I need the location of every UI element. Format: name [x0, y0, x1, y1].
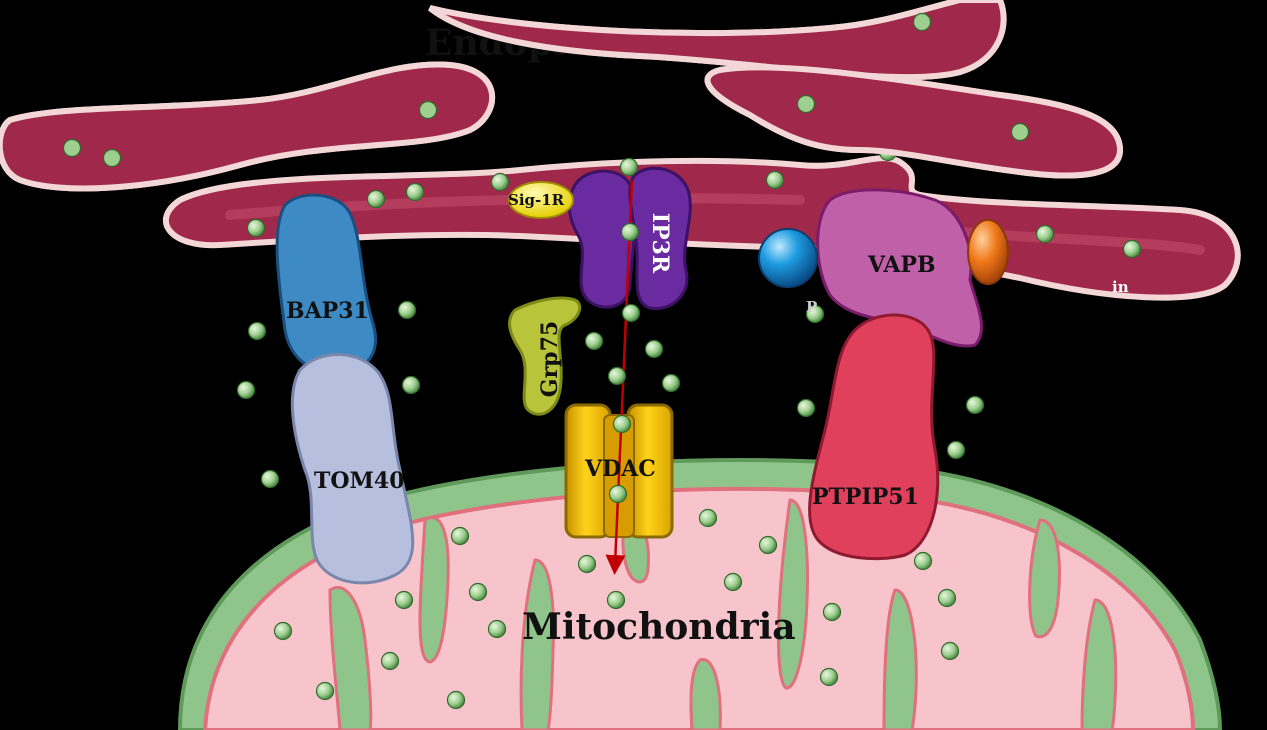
- calcium-ion-icon: [819, 667, 839, 687]
- calcium-ion-icon: [620, 222, 640, 242]
- calcium-ion-icon: [619, 157, 639, 177]
- calcium-ion-icon: [644, 339, 664, 359]
- calcium-ion-icon: [621, 303, 641, 323]
- vdac-channel: [564, 403, 674, 539]
- bap31-label: BAP31: [286, 298, 369, 324]
- calcium-ion-icon: [1010, 122, 1030, 142]
- calcium-ion-icon: [937, 588, 957, 608]
- ptpip51-label: PTPIP51: [812, 484, 919, 510]
- calcium-ion-icon: [246, 218, 266, 238]
- calcium-ion-icon: [796, 398, 816, 418]
- calcium-ion-icon: [450, 526, 470, 546]
- calcium-ion-icon: [1035, 224, 1055, 244]
- mito-title-label: Mitochondria: [522, 606, 796, 648]
- calcium-ion-icon: [913, 551, 933, 571]
- calcium-ion-icon: [273, 621, 293, 641]
- ip3r-channel: [567, 166, 692, 311]
- calcium-ion-icon: [315, 681, 335, 701]
- calcium-ion-icon: [584, 331, 604, 351]
- ip3r-label: IP3R: [647, 212, 674, 274]
- calcium-ion-icon: [608, 484, 628, 504]
- calcium-ion-icon: [765, 170, 785, 190]
- er-title-label: Endoplasmic reticulum: [425, 22, 895, 64]
- vapb-label: VAPB: [868, 252, 936, 278]
- calcium-ion-icon: [366, 189, 386, 209]
- grp75-protein: [508, 296, 582, 416]
- ptpip51-protein: [808, 313, 940, 561]
- partial-left-label: P: [806, 298, 818, 316]
- calcium-ion-icon: [912, 12, 932, 32]
- calcium-ion-icon: [380, 651, 400, 671]
- calcium-ion-icon: [878, 142, 898, 162]
- calcium-ion-icon: [940, 641, 960, 661]
- partial-right-label: in: [1112, 278, 1129, 296]
- calcium-ion-icon: [418, 100, 438, 120]
- calcium-ion-icon: [698, 508, 718, 528]
- calcium-ion-icon: [394, 590, 414, 610]
- calcium-ion-icon: [946, 440, 966, 460]
- sig1r-protein: [508, 181, 574, 219]
- vdac-label: VDAC: [585, 456, 656, 482]
- calcium-ion-icon: [723, 572, 743, 592]
- calcium-ion-icon: [468, 582, 488, 602]
- calcium-ion-icon: [607, 366, 627, 386]
- tom40-label: TOM40: [314, 468, 405, 494]
- calcium-ion-icon: [490, 172, 510, 192]
- calcium-ion-icon: [796, 94, 816, 114]
- tom40-protein: [290, 353, 415, 585]
- calcium-ion-icon: [965, 395, 985, 415]
- blue-protein-ball: [758, 228, 818, 288]
- calcium-ion-icon: [805, 304, 825, 324]
- mitochondrion: [177, 458, 1223, 730]
- calcium-ion-icon: [247, 321, 267, 341]
- calcium-ion-icon: [62, 138, 82, 158]
- bap31-protein: [275, 193, 378, 375]
- grp75-label: Grp75: [537, 320, 564, 398]
- calcium-ion-icon: [487, 619, 507, 639]
- calcium-ion-icon: [661, 373, 681, 393]
- calcium-ion-icon: [612, 414, 632, 434]
- vapb-protein: [816, 188, 983, 348]
- calcium-ion-icon: [577, 554, 597, 574]
- calcium-ion-icon: [758, 535, 778, 555]
- calcium-ion-icon: [102, 148, 122, 168]
- calcium-ions: [62, 12, 1142, 710]
- calcium-ion-icon: [822, 602, 842, 622]
- calcium-ion-icon: [1122, 239, 1142, 259]
- calcium-ion-icon: [260, 469, 280, 489]
- calcium-ion-icon: [236, 380, 256, 400]
- orange-protein-ball: [967, 219, 1009, 285]
- calcium-ion-icon: [446, 690, 466, 710]
- calcium-ion-icon: [397, 300, 417, 320]
- sig1r-label: Sig-1R: [508, 191, 565, 209]
- calcium-ion-icon: [405, 182, 425, 202]
- calcium-ion-icon: [606, 590, 626, 610]
- calcium-ion-icon: [401, 375, 421, 395]
